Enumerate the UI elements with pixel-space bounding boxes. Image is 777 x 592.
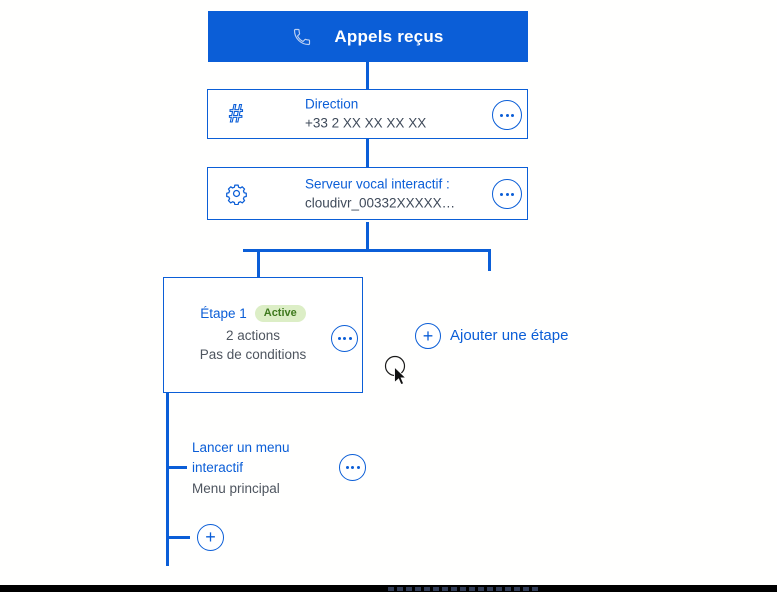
node-subtitle: cloudivr_00332XXXXX…: [305, 195, 456, 210]
add-action-button[interactable]: +: [197, 524, 224, 551]
connector-line: [366, 222, 369, 251]
node-direction[interactable]: # Direction +33 2 XX XX XX XX: [207, 89, 528, 139]
status-badge: Active: [254, 305, 306, 322]
node-ivr-server[interactable]: Serveur vocal interactif : cloudivr_0033…: [207, 167, 528, 220]
ellipsis-menu-icon[interactable]: [331, 325, 358, 352]
trigger-node-incoming-calls[interactable]: Appels reçus: [208, 11, 528, 62]
ellipsis-menu-icon[interactable]: [492, 179, 522, 209]
node-title: Serveur vocal interactif :: [305, 176, 450, 191]
ellipsis-menu-icon[interactable]: [339, 454, 366, 481]
connector-line: [366, 139, 369, 167]
add-step-button[interactable]: + Ajouter une étape: [415, 323, 568, 349]
ellipsis-menu-icon[interactable]: [492, 100, 522, 130]
step-actions-summary: 2 actions: [225, 328, 281, 343]
branch-drop-left: [257, 249, 260, 277]
node-title: Direction: [305, 96, 359, 112]
step-card-etape-1[interactable]: Étape 1 Active 2 actions Pas de conditio…: [163, 277, 363, 393]
gear-icon: [223, 180, 249, 208]
step-title: Étape 1: [200, 306, 247, 321]
branch-line: [243, 249, 491, 252]
dialpad-hash-icon: #: [223, 100, 249, 128]
action-tick-line: [166, 466, 187, 469]
clipped-status-text: [388, 587, 538, 591]
bottom-status-bar: [0, 585, 777, 592]
connector-line: [366, 62, 369, 89]
action-item-title[interactable]: Lancer un menu interactif: [192, 440, 290, 475]
phone-icon: [294, 28, 311, 45]
action-item-subtitle: Menu principal: [192, 481, 280, 496]
node-subtitle: +33 2 XX XX XX XX: [305, 115, 427, 131]
plus-circle-icon: +: [415, 323, 441, 349]
svg-text:#: #: [229, 100, 243, 128]
trigger-label: Appels reçus: [334, 26, 444, 46]
branch-drop-right: [488, 249, 491, 271]
add-step-label: Ajouter une étape: [450, 327, 569, 344]
step-conditions-summary: Pas de conditions: [199, 347, 307, 362]
mouse-cursor: [384, 355, 408, 386]
step-branch-line: [166, 393, 169, 566]
add-action-tick-line: [166, 536, 190, 539]
